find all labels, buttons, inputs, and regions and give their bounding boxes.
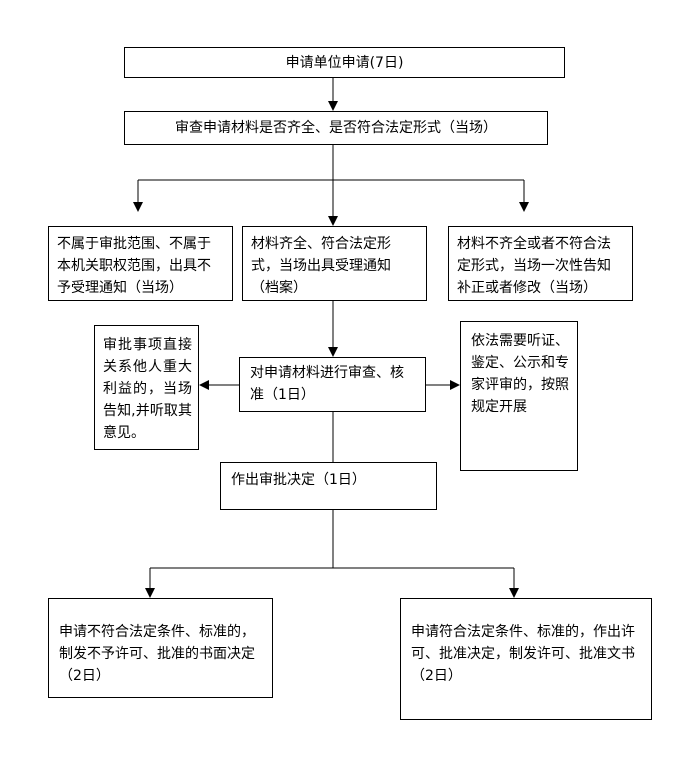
- node-hearing-appraisal-text: 依法需要听证、鉴定、公示和专家评审的，按照规定开展: [471, 333, 569, 415]
- node-application: 申请单位申请(7日): [124, 47, 565, 78]
- node-examine-materials: 对申请材料进行审查、核准（1日）: [239, 357, 426, 412]
- node-notify-interested-parties-text: 审批事项直接关系他人重大利益的，当场告知,并听取其意见。: [103, 337, 192, 441]
- node-supplement-required: 材料不齐全或者不符合法定形式，当场一次性告知补正或者修改（当场）: [448, 226, 633, 301]
- node-denial-decision-text: 申请不符合法定条件、标准的，制发不予许可、批准的书面决定（2日）: [59, 624, 255, 684]
- node-hearing-appraisal: 依法需要听证、鉴定、公示和专家评审的，按照规定开展: [460, 321, 578, 471]
- node-material-review-text: 审查申请材料是否齐全、是否符合法定形式（当场）: [175, 120, 497, 136]
- node-supplement-required-text: 材料不齐全或者不符合法定形式，当场一次性告知补正或者修改（当场）: [457, 236, 611, 296]
- node-approval-decision: 作出审批决定（1日）: [220, 462, 437, 510]
- node-grant-decision: 申请符合法定条件、标准的，作出许可、批准决定，制发许可、批准文书（2日）: [400, 598, 652, 720]
- node-application-text: 申请单位申请(7日): [285, 54, 404, 71]
- node-accepted-text: 材料齐全、符合法定形式，当场出具受理通知（档案）: [251, 236, 391, 296]
- node-grant-decision-text: 申请符合法定条件、标准的，作出许可、批准决定，制发许可、批准文书（2日）: [411, 624, 635, 684]
- node-material-review: 审查申请材料是否齐全、是否符合法定形式（当场）: [124, 111, 548, 145]
- node-denial-decision: 申请不符合法定条件、标准的，制发不予许可、批准的书面决定（2日）: [48, 598, 273, 698]
- node-not-accepted: 不属于审批范围、不属于本机关职权范围，出具不予受理通知（当场）: [48, 226, 233, 301]
- node-accepted: 材料齐全、符合法定形式，当场出具受理通知（档案）: [242, 226, 427, 301]
- node-approval-decision-text: 作出审批决定（1日）: [231, 472, 366, 488]
- node-not-accepted-text: 不属于审批范围、不属于本机关职权范围，出具不予受理通知（当场）: [57, 236, 211, 296]
- node-examine-materials-text: 对申请材料进行审查、核准（1日）: [250, 365, 404, 403]
- node-notify-interested-parties: 审批事项直接关系他人重大利益的，当场告知,并听取其意见。: [94, 325, 199, 450]
